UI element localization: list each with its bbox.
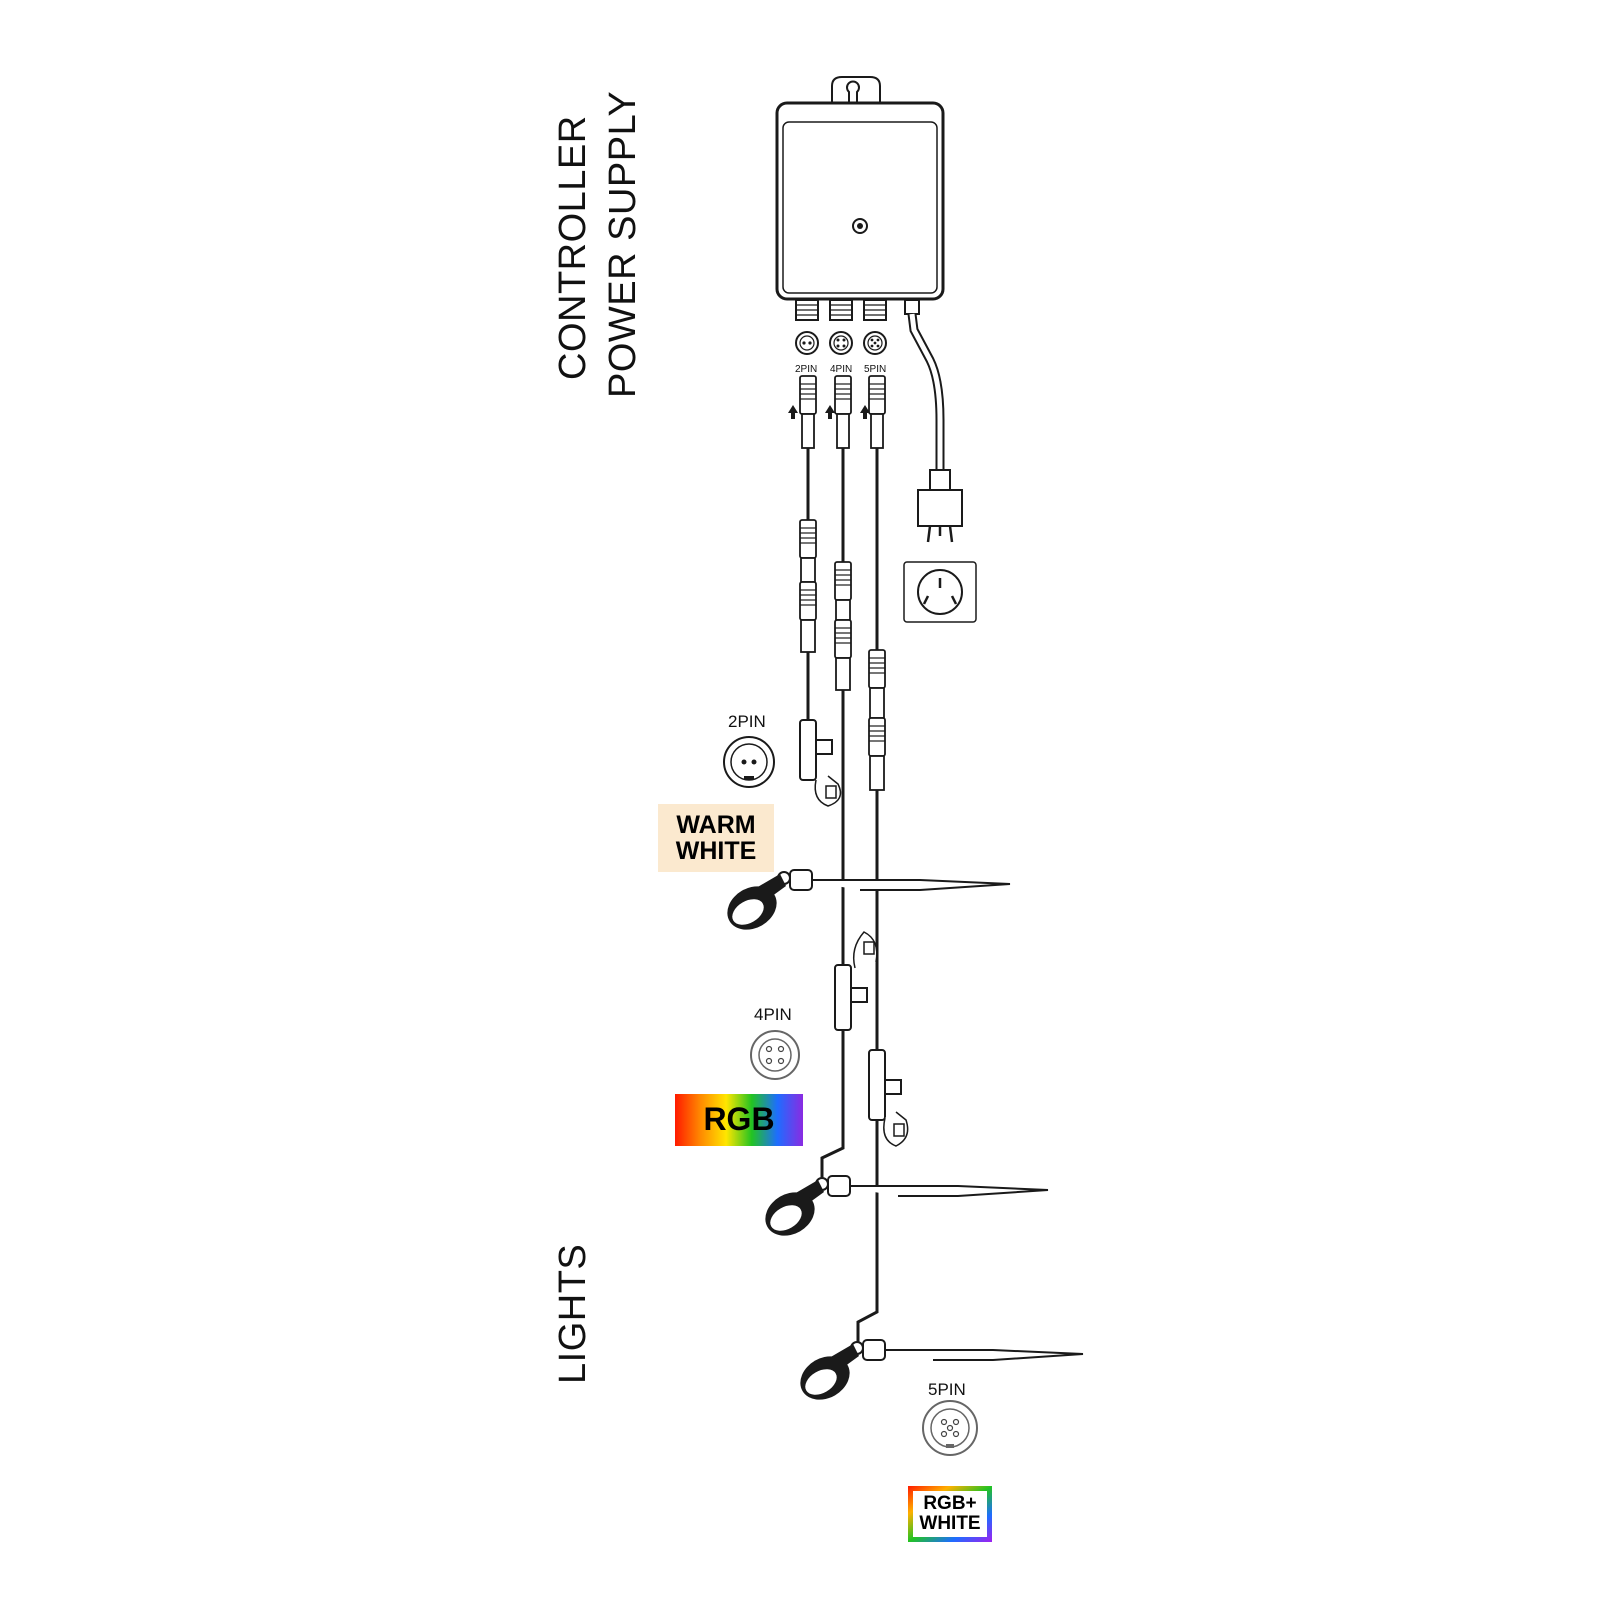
badge-rgb: RGB [675,1094,803,1146]
legend-2pin-label: 2PIN [728,712,766,731]
controller-label: CONTROLLER [552,115,594,380]
badge-warm-white: WARM WHITE [658,804,774,872]
cables [806,448,879,1342]
port-label-5pin: 5PIN [864,364,887,375]
lights-label: LIGHTS [552,1243,594,1384]
badge-rgb-text: RGB [703,1101,775,1138]
badge-warm-white-bg [658,804,774,872]
badge-rgb-white: RGB+ WHITE [913,1491,987,1537]
arrow-up-icon [788,405,870,419]
controller-box-icon [775,76,945,321]
t-connector-4pin-icon [834,931,878,1031]
port-face-2pin-icon [795,331,819,355]
pin-2-icon [723,736,775,788]
t-connector-5pin-icon [868,1049,909,1147]
badge-rgb-white-line1: RGB+ [923,1493,977,1515]
pin-5-icon [922,1400,978,1456]
badge-rgb-white-line2: WHITE [919,1513,981,1534]
port-label-4pin: 4PIN [830,364,853,375]
legend-5pin-label: 5PIN [928,1380,966,1399]
port-label-2pin: 2PIN [795,364,818,375]
badge-rgbw-inner [913,1491,987,1537]
power-supply-label: POWER SUPPLY [602,90,644,398]
t-connector-2pin-icon [799,719,842,807]
wall-socket-icon [903,561,977,623]
power-plug-icon [907,313,963,543]
connector-icon [799,519,886,791]
legend-4pin-label: 4PIN [754,1005,792,1024]
badge-warm-white-line2: WHITE [675,837,757,865]
badge-rgb-bg [675,1094,803,1146]
plug-connectors [799,375,886,449]
spotlight-icon [756,1175,1049,1246]
port-face-4pin-icon [829,331,853,355]
port-face-5pin-icon [863,331,887,355]
badge-warm-white-line1: WARM [676,810,756,839]
spotlight-icon [718,869,1011,940]
pin-4-icon [750,1030,800,1080]
